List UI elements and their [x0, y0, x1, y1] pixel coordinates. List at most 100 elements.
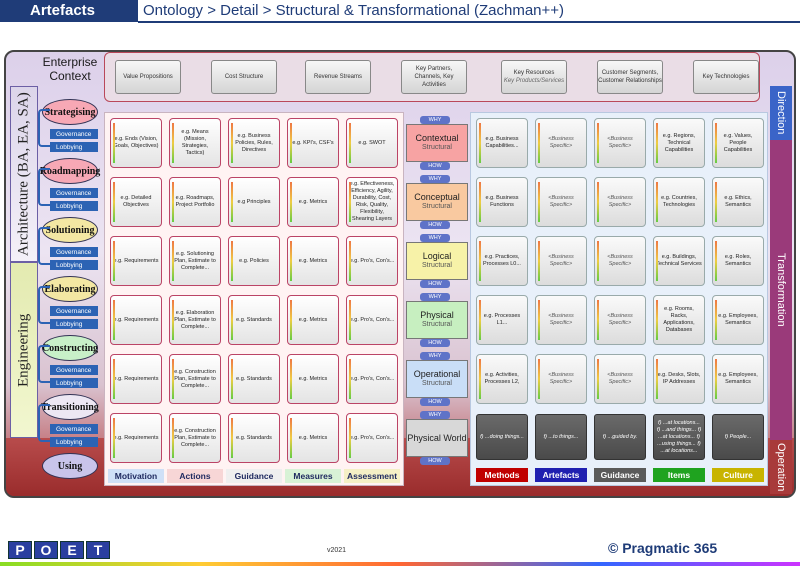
structural-cell[interactable]: e.g. Pro's, Con's...	[346, 236, 398, 286]
flow-arrows	[38, 109, 50, 147]
structural-cell[interactable]: e.g. KPI's, CSF's	[287, 118, 339, 168]
structural-cell[interactable]: e.g. Metrics	[287, 295, 339, 345]
status-tick	[479, 241, 481, 281]
level-type: Structural	[422, 203, 452, 210]
cell-text: e.g. Values, People Capabilities	[723, 132, 753, 153]
structural-cell[interactable]: e.g. Construction Plan, Estimate to Comp…	[169, 354, 221, 404]
cell-text: e.g. Business Functions	[485, 195, 519, 208]
transformational-cell[interactable]: <Business Specific>	[594, 354, 646, 404]
cell-text: e.g. Roadmaps, Project Portfolio	[175, 195, 215, 208]
transformational-cell[interactable]: e.g. Desks, Slots, IP Addresses	[653, 354, 705, 404]
structural-cell[interactable]: e.g. Roadmaps, Project Portfolio	[169, 177, 221, 227]
structural-cell[interactable]: e.g. Metrics	[287, 354, 339, 404]
structural-cell[interactable]: e.g. Pro's, Con's...	[346, 354, 398, 404]
lobbying-tag: Lobbying	[50, 201, 98, 211]
transformational-cell[interactable]: <Business Specific>	[535, 177, 587, 227]
stage-transitioning[interactable]: Transitioning	[41, 394, 99, 420]
structural-cell[interactable]: e.g. Metrics	[287, 413, 339, 463]
structural-cell[interactable]: e.g. Metrics	[287, 236, 339, 286]
structural-cell[interactable]: e.g. Pro's, Con's...	[346, 295, 398, 345]
structural-cell[interactable]: e.g. Pro's, Con's...	[346, 413, 398, 463]
physical-world-cell[interactable]: f) ...to things...	[535, 414, 587, 460]
structural-cell[interactable]: e.g. Requirements	[110, 295, 162, 345]
status-tick	[172, 241, 174, 281]
transformational-cell[interactable]: <Business Specific>	[594, 177, 646, 227]
logo-letter: E	[60, 541, 84, 559]
stage-constructing[interactable]: Constructing	[42, 335, 98, 361]
transformational-cell[interactable]: e.g. Ethics, Semantics	[712, 177, 764, 227]
structural-cell[interactable]: e.g. Standards	[228, 295, 280, 345]
transformational-cell[interactable]: e.g. Roles, Semantics	[712, 236, 764, 286]
physical-world-cell[interactable]: f) ...at locations... f) ...and things..…	[653, 414, 705, 460]
transformational-cell[interactable]: e.g. Buildings, Technical Services	[653, 236, 705, 286]
stage-solutioning[interactable]: Solutioning	[42, 217, 98, 243]
level-physical-world[interactable]: Physical World	[406, 419, 468, 457]
context-item[interactable]: Cost Structure	[211, 60, 277, 94]
transformational-cell[interactable]: <Business Specific>	[594, 236, 646, 286]
transformational-cell[interactable]: e.g. Employees, Semantics	[712, 354, 764, 404]
physical-world-cell[interactable]: f) ...doing things...	[476, 414, 528, 460]
structural-cell[interactable]: e.g. Standards	[228, 413, 280, 463]
cell-text: e.g. Ends (Vision, Goals, Objectives)	[113, 136, 159, 149]
structural-cell[interactable]: e.g. Standards	[228, 354, 280, 404]
structural-cell[interactable]: e.g. Construction Plan, Estimate to Comp…	[169, 413, 221, 463]
structural-cell[interactable]: e.g. Solutioning Plan, Estimate to Compl…	[169, 236, 221, 286]
structural-cell[interactable]: e.g. Elaboration Plan, Estimate to Compl…	[169, 295, 221, 345]
status-tick	[113, 123, 115, 163]
stage-using[interactable]: Using	[42, 453, 98, 479]
why-tag: WHY	[420, 175, 450, 183]
structural-cell[interactable]: e.g. Requirements	[110, 236, 162, 286]
structural-cell[interactable]: e.g. Metrics	[287, 177, 339, 227]
transformational-cell[interactable]: e.g. Activities, Processes L2,	[476, 354, 528, 404]
structural-cell[interactable]: e.g. Effectiveness, Efficiency, Agility,…	[346, 177, 398, 227]
flow-arrows	[38, 404, 50, 442]
transformational-cell[interactable]: e.g. Business Functions	[476, 177, 528, 227]
context-item[interactable]: Key Partners, Channels, Key Activities	[401, 60, 467, 94]
transformational-cell[interactable]: e.g. Values, People Capabilities	[712, 118, 764, 168]
transformational-cell[interactable]: e.g. Processes L1...	[476, 295, 528, 345]
stage-strategising[interactable]: Strategising	[42, 99, 98, 125]
context-item[interactable]: Key Technologies	[693, 60, 759, 94]
context-item[interactable]: Value Propositions	[115, 60, 181, 94]
structural-cell[interactable]: e.g. Means (Mission, Strategies, Tactics…	[169, 118, 221, 168]
transformational-cell[interactable]: e.g. Rooms, Racks, Applications, Databas…	[653, 295, 705, 345]
transformational-cell[interactable]: <Business Specific>	[594, 118, 646, 168]
cell-text: e.g. Metrics	[298, 375, 328, 382]
status-tick	[597, 300, 599, 340]
structural-cell[interactable]: e.g. Policies	[228, 236, 280, 286]
flow-arrows	[38, 227, 50, 265]
transformational-cell[interactable]: <Business Specific>	[535, 118, 587, 168]
transformational-cell[interactable]: e.g. Countries, Technologies	[653, 177, 705, 227]
structural-cell[interactable]: e.g. Requirements	[110, 354, 162, 404]
physical-world-cell[interactable]: f) People...	[712, 414, 764, 460]
transformational-cell[interactable]: e.g. Regions, Technical Capabilities	[653, 118, 705, 168]
structural-cell[interactable]: e.g. Business Policies, Rules, Directive…	[228, 118, 280, 168]
category-label-methods: Methods	[476, 468, 528, 482]
status-tick	[538, 182, 540, 222]
structural-cell[interactable]: e.g. Requirements	[110, 413, 162, 463]
context-item[interactable]: Revenue Streams	[305, 60, 371, 94]
transformational-cell[interactable]: e.g. Business Capabilities...	[476, 118, 528, 168]
stage-roadmapping[interactable]: Roadmapping	[40, 158, 100, 184]
context-item[interactable]: Customer Segments, Customer Relationship…	[597, 60, 663, 94]
physical-world-cell[interactable]: f) ...guided by.	[594, 414, 646, 460]
transformational-cell[interactable]: e.g. Practices, Processes L0...	[476, 236, 528, 286]
structural-cell[interactable]: e.g. Ends (Vision, Goals, Objectives)	[110, 118, 162, 168]
transformational-cell[interactable]: <Business Specific>	[535, 236, 587, 286]
stage-elaborating[interactable]: Elaborating	[42, 276, 98, 302]
status-tick	[479, 123, 481, 163]
transformational-cell[interactable]: <Business Specific>	[535, 354, 587, 404]
transformational-cell[interactable]: <Business Specific>	[535, 295, 587, 345]
structural-cell[interactable]: e.g. Detailed Objectives	[110, 177, 162, 227]
transformational-cell[interactable]: <Business Specific>	[594, 295, 646, 345]
transformational-cell[interactable]: e.g. Employees, Semantics	[712, 295, 764, 345]
cell-text: <Business Specific>	[548, 136, 574, 149]
structural-cell[interactable]: e.g. SWOT	[346, 118, 398, 168]
structural-cell[interactable]: e.g Principles	[228, 177, 280, 227]
